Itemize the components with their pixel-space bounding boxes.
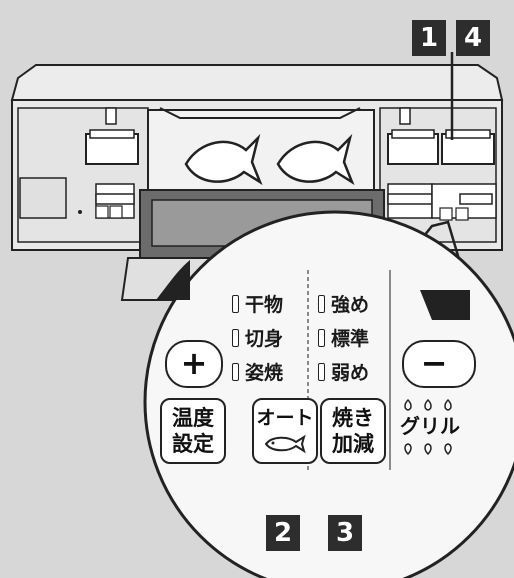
auto-label: オート bbox=[256, 407, 314, 429]
temp-label-line1: 温度 bbox=[172, 406, 214, 430]
flame-icon bbox=[404, 443, 452, 456]
mode-right-2: 標準 bbox=[318, 324, 369, 351]
flame-icon bbox=[404, 398, 452, 411]
temp-label-line2: 設定 bbox=[172, 432, 214, 456]
callout-1: 1 bbox=[412, 20, 446, 56]
led-indicator bbox=[318, 295, 325, 313]
plus-symbol: + bbox=[180, 344, 208, 382]
minus-symbol: − bbox=[420, 344, 448, 382]
doneness-button[interactable]: 焼き 加減 bbox=[320, 398, 386, 464]
led-indicator bbox=[318, 363, 325, 381]
mode-right-3: 弱め bbox=[318, 358, 369, 385]
temperature-setting-button[interactable]: 温度 設定 bbox=[160, 398, 226, 464]
led-indicator bbox=[318, 329, 325, 347]
led-indicator bbox=[232, 329, 239, 347]
callout-4: 4 bbox=[456, 20, 490, 56]
mode-left-1: 干物 bbox=[232, 290, 283, 317]
callout-3: 3 bbox=[328, 515, 362, 551]
auto-button[interactable]: オート bbox=[252, 398, 318, 464]
callout-2: 2 bbox=[266, 515, 300, 551]
mode-right-1: 強め bbox=[318, 290, 369, 317]
mode-left-2: 切身 bbox=[232, 324, 283, 351]
grill-label: グリル bbox=[400, 414, 460, 438]
grill-indicator: グリル bbox=[400, 398, 472, 460]
led-indicator bbox=[232, 295, 239, 313]
led-indicator bbox=[232, 363, 239, 381]
yaki-label-line2: 加減 bbox=[332, 432, 374, 456]
plus-button[interactable]: + bbox=[165, 340, 223, 388]
minus-button[interactable]: − bbox=[402, 340, 476, 388]
yaki-label-line1: 焼き bbox=[332, 406, 374, 430]
fish-icon bbox=[264, 434, 306, 454]
mode-left-3: 姿焼 bbox=[232, 358, 283, 385]
